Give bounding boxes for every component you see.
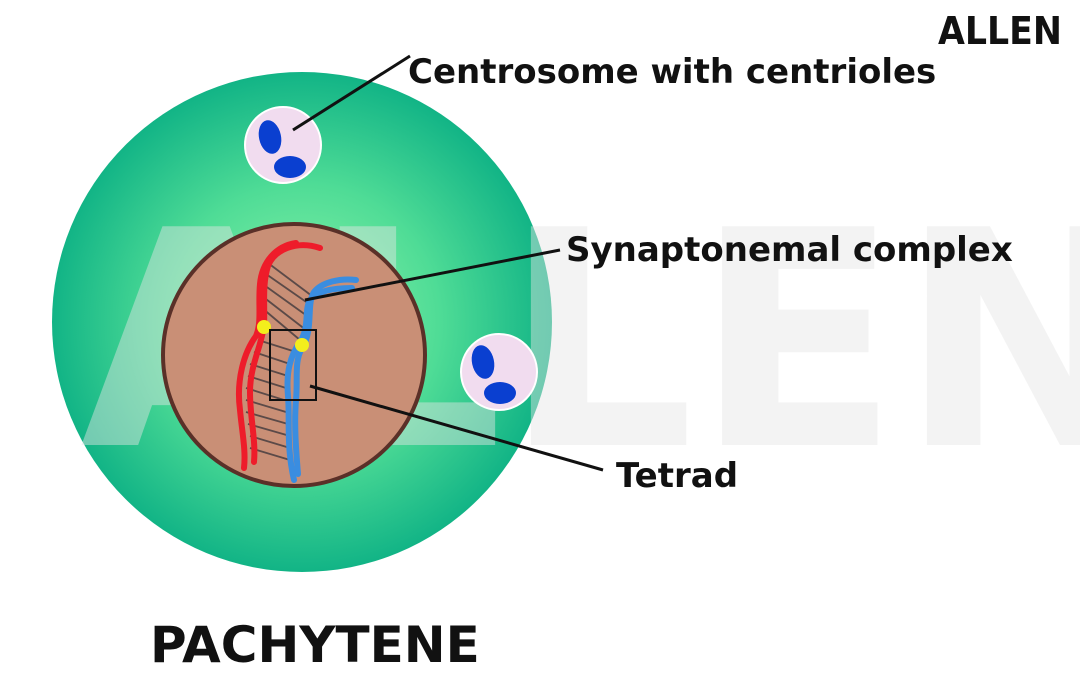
- centriole-icon: [274, 156, 306, 178]
- centrosome-right: [460, 333, 538, 411]
- leader-tetrad: [309, 384, 604, 472]
- diagram-title: PACHYTENE: [150, 616, 480, 674]
- chiasma-1: [257, 320, 271, 334]
- label-tetrad: Tetrad: [616, 456, 738, 496]
- label-synaptonemal-complex: Synaptonemal complex: [566, 230, 1013, 270]
- chiasma-2: [295, 338, 309, 352]
- red-chromatid-2: [236, 240, 299, 471]
- leader-centrosome: [292, 54, 411, 132]
- centriole-icon: [471, 345, 495, 379]
- tetrad-box: [269, 329, 317, 401]
- allen-logo: ALLEN: [938, 9, 1062, 53]
- centriole-icon: [258, 120, 282, 154]
- label-centrosome: Centrosome with centrioles: [408, 52, 936, 92]
- leader-lines: [292, 54, 604, 472]
- leader-synaptonemal: [304, 248, 561, 302]
- centriole-icon: [484, 382, 516, 404]
